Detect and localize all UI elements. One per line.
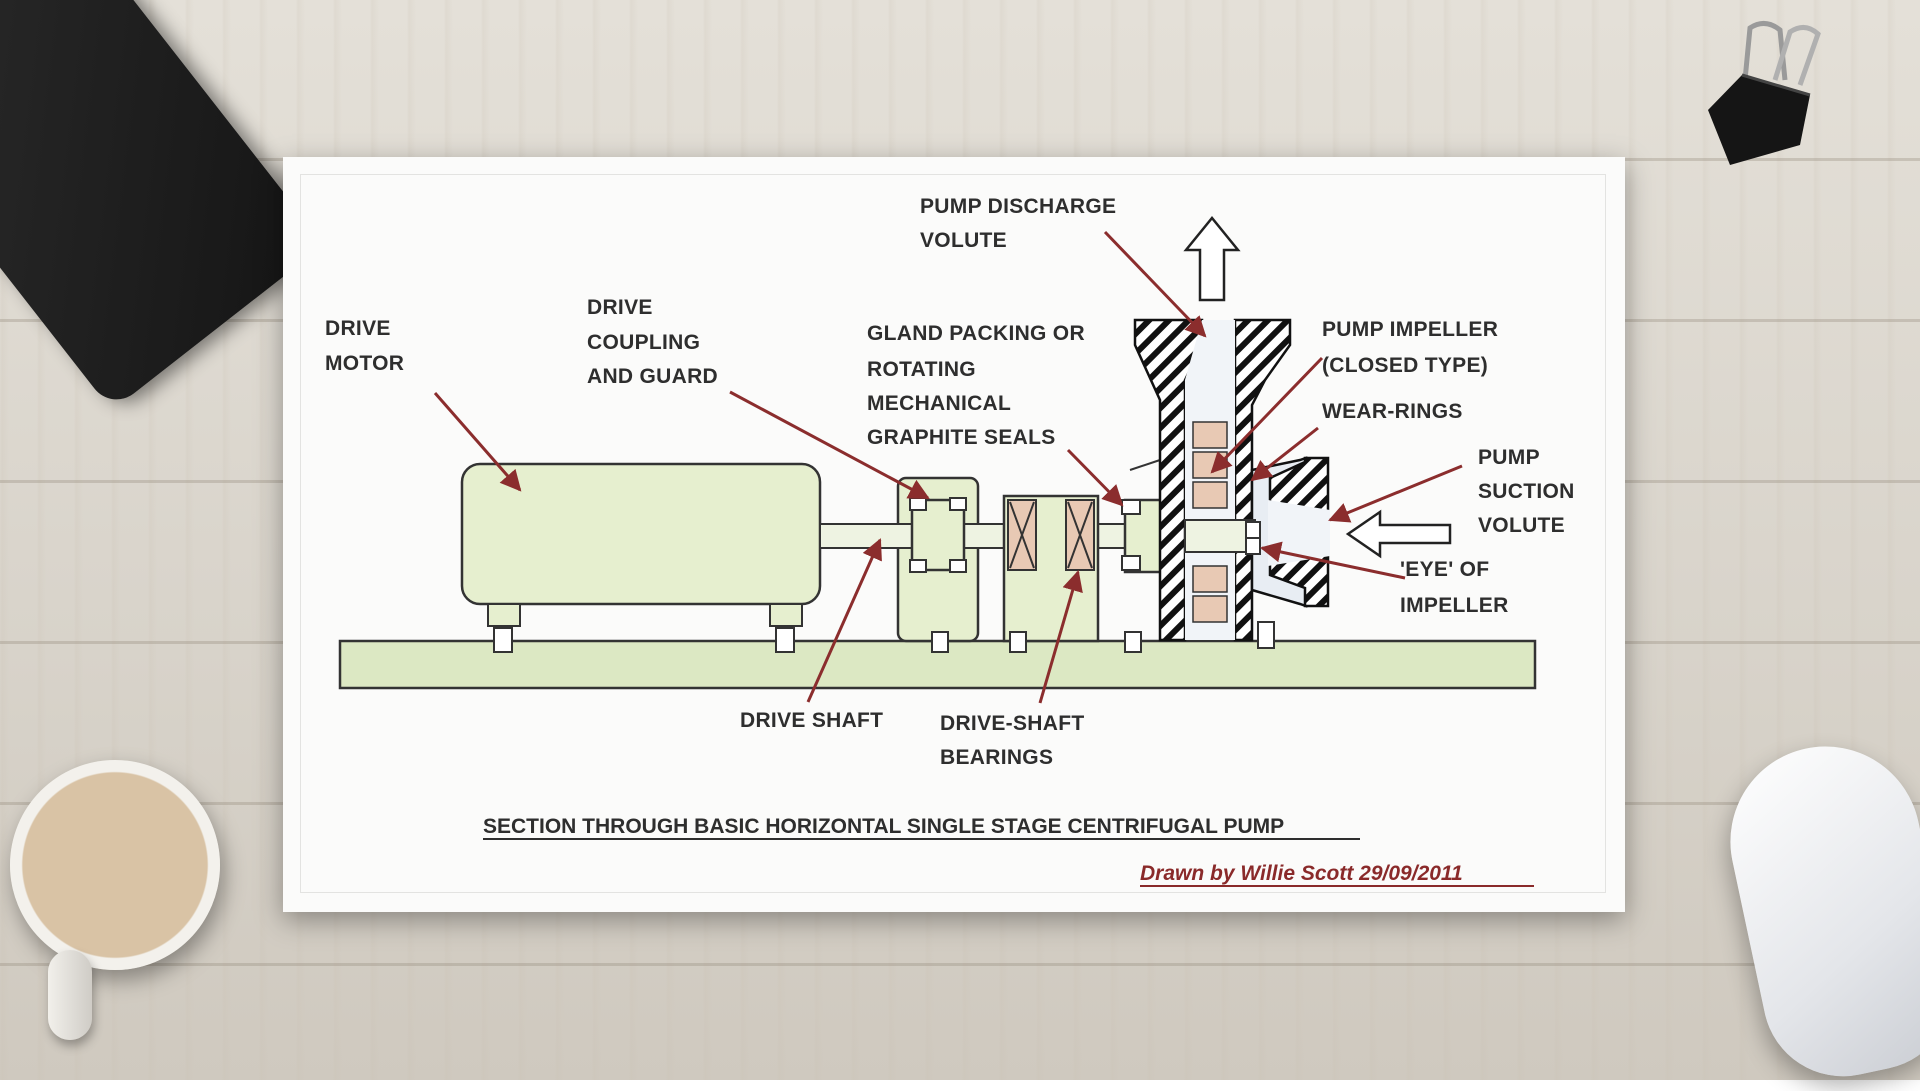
suction-flow-arrow bbox=[1345, 509, 1452, 559]
label-line: COUPLING bbox=[587, 331, 700, 354]
impeller-nut bbox=[1245, 521, 1261, 539]
arrow-wear-rings bbox=[1250, 426, 1319, 482]
coffee-mug bbox=[10, 760, 220, 970]
coupling-bolt bbox=[909, 559, 927, 573]
drive-coupling bbox=[910, 498, 966, 572]
label-line: PUMP bbox=[1478, 446, 1540, 469]
pump-casing-right bbox=[1233, 318, 1292, 642]
shaft-through-casing bbox=[1184, 519, 1256, 553]
arrow-drive-coupling bbox=[729, 390, 930, 500]
arrow-suction-volute bbox=[1328, 464, 1463, 523]
label-line: AND GUARD bbox=[587, 365, 718, 388]
label-pump-suction: PUMP SUCTION VOLUTE bbox=[1478, 446, 1575, 537]
arrow-eye-of-impeller bbox=[1259, 541, 1406, 580]
discharge-throat bbox=[1185, 320, 1235, 640]
label-line: DRIVE-SHAFT bbox=[940, 712, 1084, 735]
arrow-drive-motor bbox=[433, 392, 522, 492]
label-line: DRIVE bbox=[325, 317, 391, 340]
arrow-discharge-volute bbox=[1103, 230, 1207, 338]
label-pump-impeller: PUMP IMPELLER (CLOSED TYPE) bbox=[1322, 318, 1498, 377]
motor-foot-left bbox=[487, 603, 521, 627]
arrow-drive-shaft-bearings bbox=[1038, 569, 1083, 704]
paper-inner-border bbox=[300, 174, 1606, 893]
binder-clip-icon bbox=[1708, 21, 1821, 165]
discharge-flow-arrow bbox=[1183, 216, 1241, 302]
guard-bolt-1 bbox=[931, 631, 949, 653]
label-line: DRIVE bbox=[587, 296, 653, 319]
label-drive-shaft-bearings: DRIVE-SHAFT BEARINGS bbox=[940, 712, 1084, 769]
label-gland-packing: GLAND PACKING OR ROTATING MECHANICAL GRA… bbox=[867, 322, 1085, 449]
label-line: MECHANICAL bbox=[867, 392, 1011, 415]
bearing-cross bbox=[1009, 501, 1035, 569]
casing-bolt bbox=[1257, 621, 1275, 649]
label-drive-motor: DRIVE MOTOR bbox=[325, 317, 404, 375]
motor-bolt-right bbox=[775, 627, 795, 653]
pump-impeller bbox=[1192, 421, 1228, 623]
diagram-title: SECTION THROUGH BASIC HORIZONTAL SINGLE … bbox=[483, 815, 1284, 838]
gland-bolt bbox=[1121, 499, 1141, 515]
label-eye-of-impeller: 'EYE' OF IMPELLER bbox=[1400, 558, 1509, 617]
label-line: GRAPHITE SEALS bbox=[867, 426, 1056, 449]
credit-line: Drawn by Willie Scott 29/09/2011 bbox=[1140, 862, 1463, 885]
label-line: IMPELLER bbox=[1400, 594, 1509, 617]
label-line: MOTOR bbox=[325, 352, 404, 375]
coupling-bolt bbox=[949, 497, 967, 511]
suction-eye-passage bbox=[1268, 500, 1330, 566]
label-line: SUCTION bbox=[1478, 480, 1575, 503]
gland-bolt bbox=[1124, 631, 1142, 653]
bearing-cross bbox=[1067, 501, 1093, 569]
label-line: (CLOSED TYPE) bbox=[1322, 354, 1488, 377]
coupling-bolt bbox=[949, 559, 967, 573]
label-line: 'EYE' OF bbox=[1400, 558, 1489, 581]
label-drive-coupling: DRIVE COUPLING AND GUARD bbox=[587, 296, 718, 388]
label-drive-shaft: DRIVE SHAFT bbox=[740, 709, 883, 732]
label-line: BEARINGS bbox=[940, 746, 1053, 769]
label-line: ROTATING bbox=[867, 358, 976, 381]
label-pump-discharge: PUMP DISCHARGE VOLUTE bbox=[920, 195, 1116, 252]
label-line: VOLUTE bbox=[1478, 514, 1565, 537]
label-line: GLAND PACKING OR bbox=[867, 322, 1085, 345]
label-line: PUMP IMPELLER bbox=[1322, 318, 1498, 341]
coupling-bolt bbox=[909, 497, 927, 511]
gland-bolt bbox=[1121, 555, 1141, 571]
baseplate bbox=[338, 639, 1537, 690]
label-line: VOLUTE bbox=[920, 229, 1007, 252]
arrow-drive-shaft bbox=[806, 538, 882, 703]
arrow-gland-seals bbox=[1066, 448, 1124, 507]
label-line: PUMP DISCHARGE bbox=[920, 195, 1116, 218]
motor-bolt-left bbox=[493, 627, 513, 653]
arrow-impeller bbox=[1210, 356, 1324, 474]
motor-foot-right bbox=[769, 603, 803, 627]
label-wear-rings: WEAR-RINGS bbox=[1322, 400, 1463, 423]
gland-guide-line bbox=[1129, 459, 1161, 471]
impeller-nut bbox=[1245, 537, 1261, 555]
coffee-mug-handle bbox=[48, 950, 92, 1040]
bearing-bolt bbox=[1009, 631, 1027, 653]
